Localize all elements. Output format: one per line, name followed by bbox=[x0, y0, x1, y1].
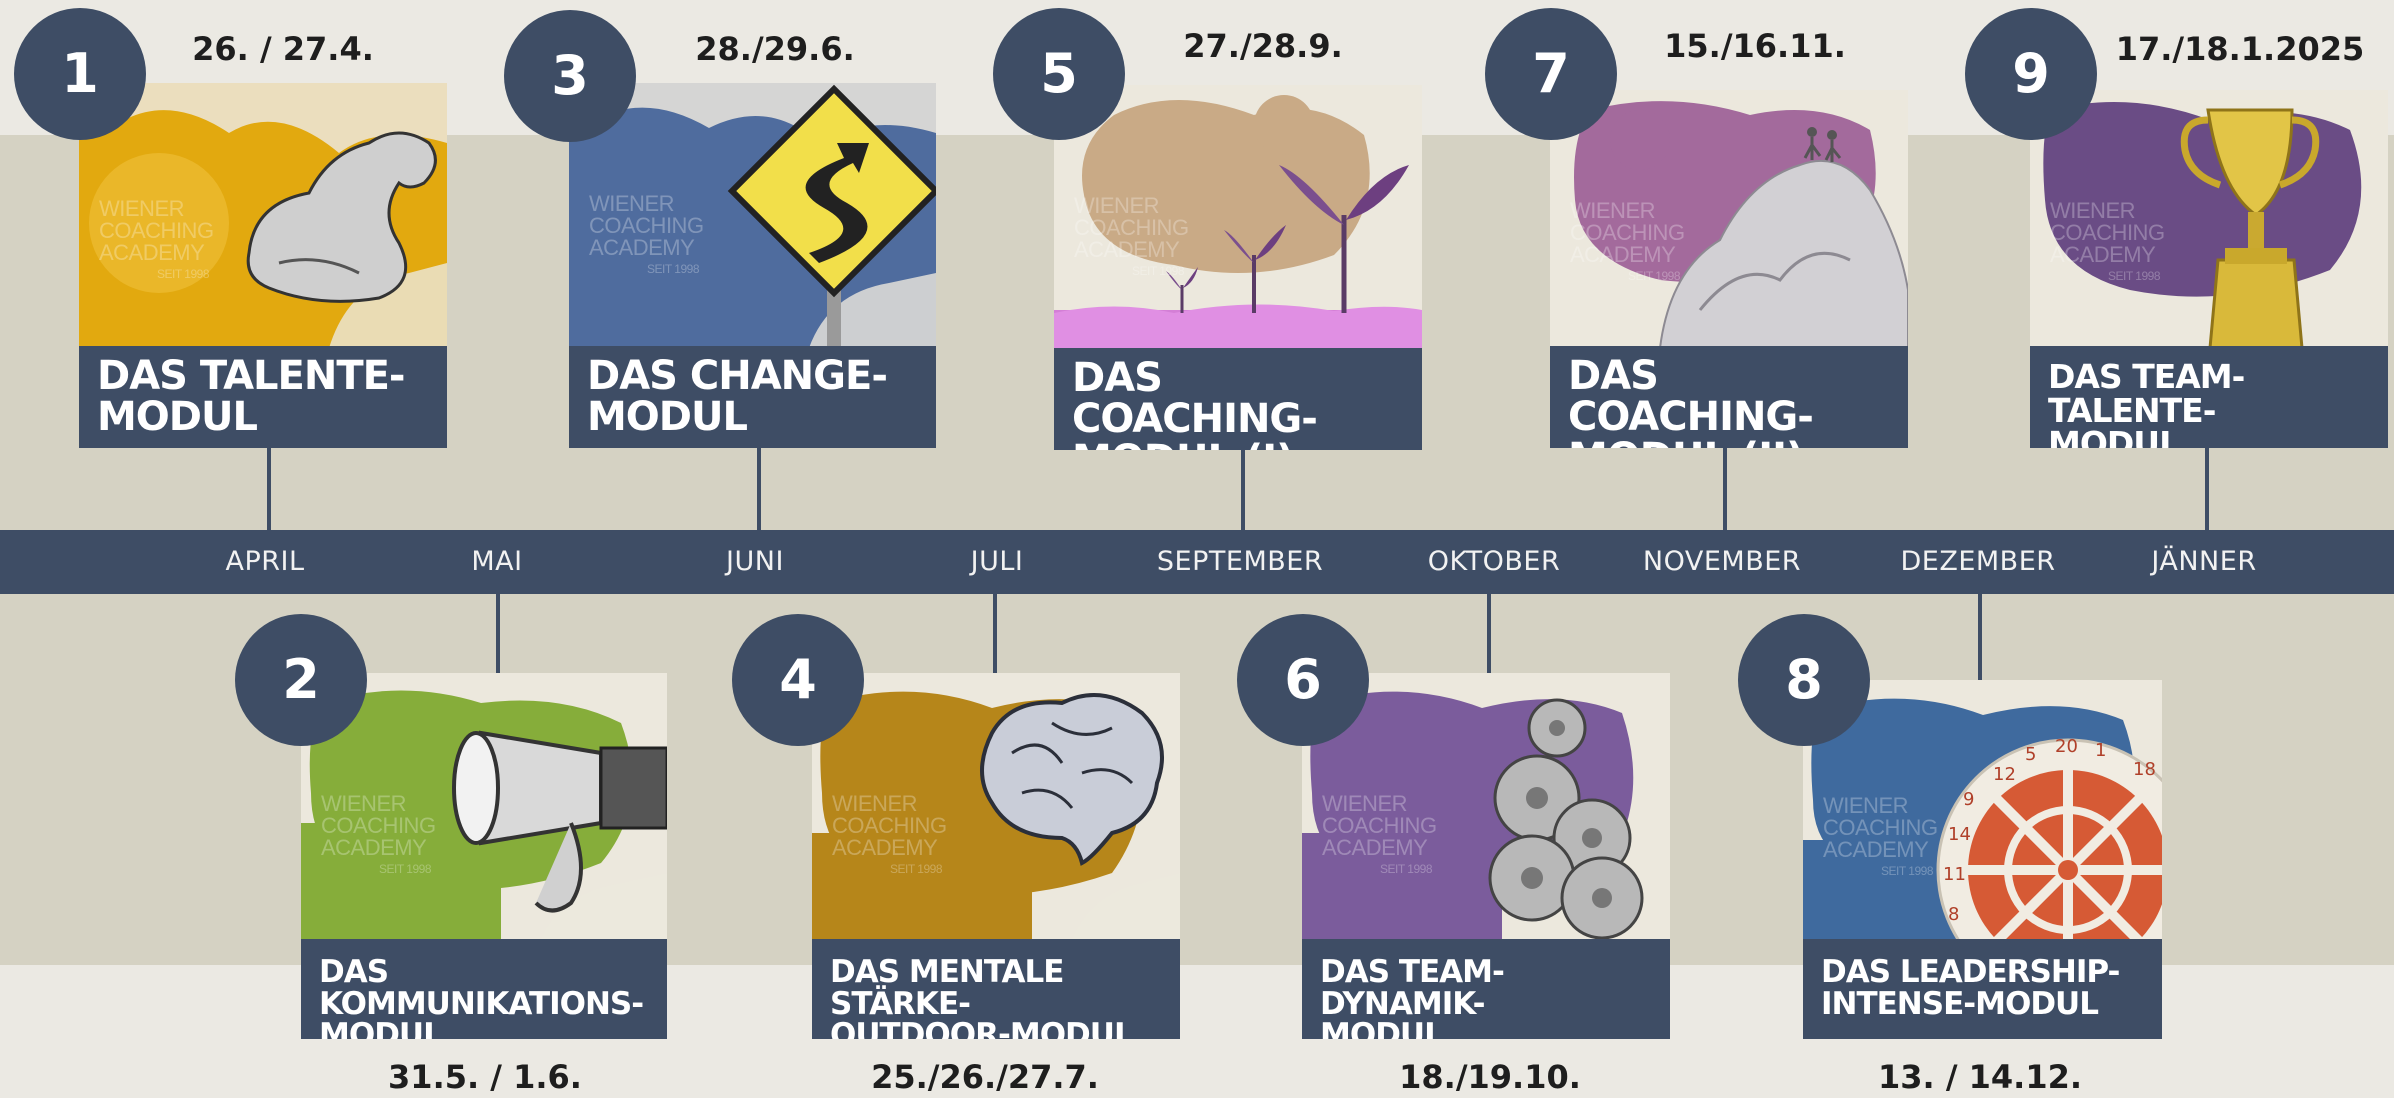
module-date-9: 17./18.1.2025 bbox=[2115, 30, 2365, 68]
dartboard-number-9: 9 bbox=[1963, 789, 1974, 810]
connector-6 bbox=[1487, 594, 1491, 674]
module-number-badge-7: 7 bbox=[1485, 8, 1617, 140]
dartboard-number-14: 14 bbox=[1948, 824, 1971, 845]
dartboard-number-5: 5 bbox=[2025, 744, 2036, 765]
month-november: NOVEMBER bbox=[1642, 546, 1802, 577]
module-title-1: DAS TALENTE- MODUL bbox=[79, 346, 447, 448]
dartboard-number-20: 20 bbox=[2055, 736, 2078, 757]
module-number-badge-8: 8 bbox=[1738, 614, 1870, 746]
month-april: APRIL bbox=[225, 546, 305, 577]
connector-9 bbox=[2205, 445, 2209, 530]
month-jaenner: JÄNNER bbox=[2151, 546, 2257, 577]
connector-8 bbox=[1978, 594, 1982, 680]
module-title-8: DAS LEADERSHIP- INTENSE-MODUL bbox=[1803, 939, 2162, 1039]
month-mai: MAI bbox=[471, 546, 523, 577]
module-number-badge-6: 6 bbox=[1237, 614, 1369, 746]
connector-3 bbox=[757, 445, 761, 530]
module-date-8: 13. / 14.12. bbox=[1877, 1058, 2083, 1096]
module-number-badge-3: 3 bbox=[504, 10, 636, 142]
connector-5 bbox=[1241, 447, 1245, 530]
module-title-4: DAS MENTALE STÄRKE- OUTDOOR-MODUL bbox=[812, 939, 1180, 1039]
dartboard-number-12: 12 bbox=[1993, 764, 2016, 785]
module-number-badge-5: 5 bbox=[993, 8, 1125, 140]
module-date-2: 31.5. / 1.6. bbox=[388, 1058, 582, 1096]
module-date-6: 18./19.10. bbox=[1399, 1058, 1581, 1096]
module-date-1: 26. / 27.4. bbox=[192, 30, 374, 68]
connector-2 bbox=[496, 594, 500, 674]
module-date-3: 28./29.6. bbox=[695, 30, 855, 68]
month-september: SEPTEMBER bbox=[1156, 546, 1324, 577]
module-title-9: DAS TEAM-TALENTE- MODUL bbox=[2030, 346, 2388, 448]
month-dezember: DEZEMBER bbox=[1900, 546, 2056, 577]
month-juli: JULI bbox=[970, 546, 1024, 577]
module-title-7: DAS COACHING- MODUL (II) bbox=[1550, 346, 1908, 448]
month-oktober: OKTOBER bbox=[1427, 546, 1561, 577]
module-title-5: DAS COACHING- MODUL (I) bbox=[1054, 348, 1422, 450]
connector-4 bbox=[993, 594, 997, 674]
module-date-7: 15./16.11. bbox=[1664, 27, 1846, 65]
module-date-4: 25./26./27.7. bbox=[871, 1058, 1099, 1096]
module-number-badge-4: 4 bbox=[732, 614, 864, 746]
connector-7 bbox=[1723, 447, 1727, 530]
month-juni: JUNI bbox=[726, 546, 784, 577]
module-title-3: DAS CHANGE- MODUL bbox=[569, 346, 936, 448]
dartboard-number-8: 8 bbox=[1948, 904, 1959, 925]
module-title-6: DAS TEAM-DYNAMIK- MODUL bbox=[1302, 939, 1670, 1039]
timeline-bar bbox=[0, 530, 2394, 594]
module-number-badge-2: 2 bbox=[235, 614, 367, 746]
dartboard-number-18: 18 bbox=[2133, 759, 2156, 780]
module-number-badge-1: 1 bbox=[14, 8, 146, 140]
connector-1 bbox=[267, 445, 271, 530]
dartboard-number-11: 11 bbox=[1943, 864, 1966, 885]
module-title-2: DAS KOMMUNIKATIONS- MODUL bbox=[301, 939, 667, 1039]
module-number-badge-9: 9 bbox=[1965, 8, 2097, 140]
module-date-5: 27./28.9. bbox=[1183, 27, 1343, 65]
dartboard-number-1: 1 bbox=[2095, 740, 2106, 761]
